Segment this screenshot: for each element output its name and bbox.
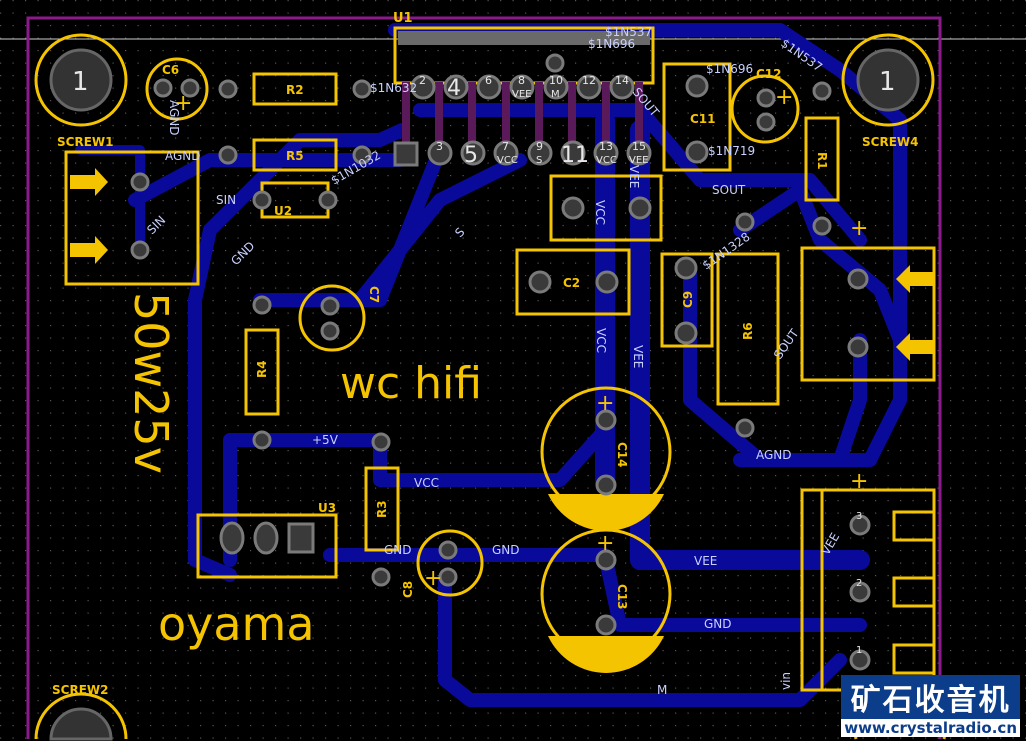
screw2-label: SCREW2 [52,683,108,697]
net-label: SOUT [712,183,746,197]
net-label: $1N632 [370,81,417,95]
pin-number: 11 [561,143,589,168]
watermark: 矿石收音机 www.crystalradio.cn [841,675,1020,737]
screw2[interactable] [34,692,128,741]
pin-number: 1 [856,645,862,656]
c2-label: C2 [563,276,580,290]
u2-label: U2 [274,204,292,218]
net-label: +5V [312,433,339,447]
pin-number: 10 [549,74,563,87]
net-label: AGND [756,448,792,462]
net-label: GND [492,543,520,557]
c14-label: C14 [615,442,629,468]
pin-net: M [551,89,560,100]
c7-label: C7 [367,286,381,303]
net-label: $1N696 [706,62,753,76]
net-label: vin [779,672,793,690]
net-label: VEE [631,345,645,368]
c6-label: C6 [162,63,179,77]
pin-number: 4 [447,76,461,101]
screw-pad-number: 1 [879,67,896,97]
net-label: $1N537 [605,25,652,39]
u1-label: U1 [393,11,413,26]
net-label: VCC [414,476,439,490]
u3-regulator[interactable] [196,513,338,579]
u1-footprint[interactable] [393,26,655,167]
pin-number: 9 [536,140,543,153]
pin-number: 8 [518,74,525,87]
pin-number: 7 [502,140,509,153]
r4-label: R4 [255,360,269,378]
net-label: VEE [694,554,717,568]
plus-mark: + [596,531,614,556]
pin-number: 2 [419,74,426,87]
net-label: M [657,683,667,697]
pin-number: 6 [485,74,492,87]
r6-label: R6 [741,322,755,340]
electrolytic-capacitors[interactable] [145,57,800,673]
plus-mark: + [850,469,868,494]
watermark-title: 矿石收音机 [841,675,1020,719]
input-connector[interactable] [64,150,200,286]
u3-label: U3 [318,501,336,515]
board-spec: 50w25v [124,292,178,474]
c12-label: C12 [756,67,782,81]
pin-net: VCC [596,155,617,166]
net-label: AGND [167,100,181,136]
screw4-label: SCREW4 [862,135,918,149]
board-edge [26,16,942,739]
plus-mark: + [424,566,442,591]
pin-net: VCC [497,155,518,166]
plus-mark: + [775,85,793,110]
u1-pin-numbers: 2 4 6 8 10 12 14 3 5 7 9 11 13 15 VEE M … [419,74,648,168]
pin-net: S [536,155,542,166]
screw1-label: SCREW1 [57,135,113,149]
net-label: AGND [165,149,201,163]
polarity-marks: + + + + + + + [174,85,868,591]
pin-number: 3 [856,511,862,522]
net-label: VCC [594,328,608,353]
screw1[interactable]: 1 [34,33,128,127]
net-label: VEE [627,165,641,188]
net-label: SIN [216,193,236,207]
board-title: wc hifi [340,358,482,409]
plus-mark: + [174,91,192,116]
plus-mark: + [596,391,614,416]
screw4[interactable]: 1 [841,33,935,127]
pin-number: 15 [632,140,646,153]
r1-label: R1 [815,152,829,170]
pin-net: VEE [512,89,531,100]
r5-label: R5 [286,149,304,163]
r3-label: R3 [375,500,389,518]
watermark-url: www.crystalradio.cn [841,719,1020,737]
plus-mark: + [850,216,868,241]
pin-number: 3 [436,140,443,153]
pin-number: 12 [582,74,596,87]
c8-label: C8 [401,581,415,598]
resistors[interactable] [218,72,840,587]
pin-net: VEE [629,155,648,166]
net-label: VCC [593,200,607,225]
pin-number: 13 [599,140,613,153]
net-label: $1N696 [588,37,635,51]
board-author: oyama [158,597,315,651]
c13-label: C13 [615,584,629,610]
c11-label: C11 [690,112,716,126]
net-label: $1N719 [708,144,755,158]
pin-number: 5 [464,143,478,168]
screw-pad-number: 1 [72,67,89,97]
pin-number: 2 [856,578,862,589]
net-label: GND [704,617,732,631]
r2-label: R2 [286,83,304,97]
film-capacitors[interactable] [252,62,732,348]
pin-number: 14 [615,74,629,87]
c9-label: C9 [681,291,695,308]
output-connector[interactable] [800,246,936,382]
net-label: GND [384,543,412,557]
